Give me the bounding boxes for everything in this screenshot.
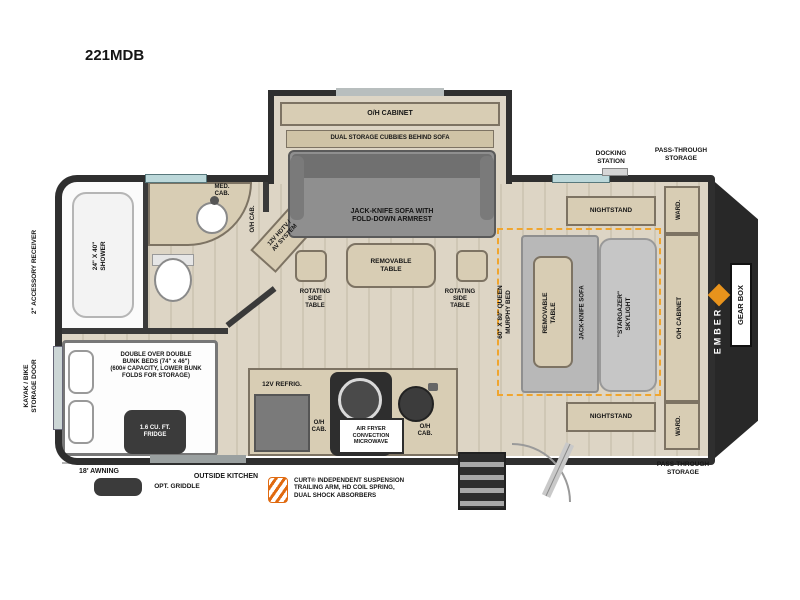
side-table-left bbox=[295, 250, 327, 282]
gear-box: GEAR BOX bbox=[730, 263, 752, 347]
shower-label: 24" X 40" SHOWER bbox=[92, 241, 107, 271]
sofa-label: JACK-KNIFE SOFA WITH FOLD-DOWN ARMREST bbox=[350, 208, 434, 224]
griddle bbox=[94, 478, 142, 496]
window-top-left bbox=[145, 174, 207, 183]
removable-table-center: REMOVABLE TABLE bbox=[346, 243, 436, 288]
outside-kitchen-label: OUTSIDE KITCHEN bbox=[193, 473, 259, 480]
window-top-right bbox=[552, 174, 610, 183]
shower-pan bbox=[72, 192, 134, 318]
sofa-back bbox=[292, 154, 492, 178]
bathroom-wall-stub bbox=[263, 182, 269, 212]
overhead-cabinet-right-label: O/H CABINET bbox=[676, 296, 683, 340]
page-title: 221MDB bbox=[85, 47, 145, 64]
overhead-cabinet-top-label: O/H CABINET bbox=[367, 109, 413, 117]
fridge-12v-label: 12V REFRIG. bbox=[262, 381, 302, 388]
bathroom-wall bbox=[62, 328, 228, 334]
sofa-armrest-left bbox=[290, 156, 304, 220]
wardrobe-bottom-label: WARD. bbox=[676, 416, 682, 436]
overhead-cabinet-top: O/H CABINET bbox=[280, 102, 500, 126]
jack-knife-sofa: JACK-KNIFE SOFA WITH FOLD-DOWN ARMREST bbox=[288, 150, 496, 238]
murphy-bed-label: 60" X 80" QUEEN MURPHY BED bbox=[497, 285, 512, 339]
wardrobe-bottom bbox=[664, 402, 700, 450]
skylight-label: "STARGAZER" SKYLIGHT bbox=[617, 290, 632, 338]
oh-cab-kitchen-left-label: O/H CAB. bbox=[311, 420, 327, 434]
opt-griddle-label: OPT. GRIDDLE bbox=[154, 483, 200, 490]
side-table-right bbox=[456, 250, 488, 282]
kayak-door-label: KAYAK / BIKE STORAGE DOOR bbox=[23, 359, 38, 413]
kitchen-sink bbox=[398, 386, 434, 422]
stargazer-skylight bbox=[599, 238, 657, 392]
bunk-pillow-top bbox=[68, 350, 94, 394]
pass-through-top-label: PASS-THROUGH STORAGE bbox=[654, 147, 708, 162]
sofa-armrest-right bbox=[480, 156, 494, 220]
shower-wall bbox=[143, 182, 148, 330]
murphy-sofa-label: JACK-KNIFE SOFA bbox=[579, 285, 586, 340]
outside-fridge: 1.6 CU. FT. FRIDGE bbox=[124, 410, 186, 454]
bunk-beds-label: DOUBLE OVER DOUBLE BUNK BEDS (74" x 46")… bbox=[110, 352, 202, 380]
murphy-bed-outline bbox=[497, 228, 661, 396]
removable-table-bed-label: REMOVABLE TABLE bbox=[542, 292, 557, 334]
rotating-table-right-label: ROTATING SIDE TABLE bbox=[444, 289, 476, 310]
slide-out-window bbox=[336, 88, 444, 96]
fridge-12v bbox=[254, 394, 310, 452]
removable-table-bed bbox=[533, 256, 573, 368]
entry-door-swing bbox=[511, 442, 575, 503]
nightstand-bottom-label: NIGHTSTAND bbox=[589, 413, 633, 421]
bunk-pillow-bottom bbox=[68, 400, 94, 444]
awning-label: 18' AWNING bbox=[79, 468, 119, 475]
dual-storage-label: DUAL STORAGE CUBBIES BEHIND SOFA bbox=[330, 135, 450, 142]
dual-storage-cubbies: DUAL STORAGE CUBBIES BEHIND SOFA bbox=[286, 130, 494, 148]
entry-steps bbox=[458, 452, 506, 510]
med-cab-label: MED. CAB. bbox=[214, 184, 230, 198]
docking-station-port bbox=[602, 168, 628, 176]
pass-through-bottom-label: PASS-THROUGH STORAGE bbox=[656, 461, 710, 476]
suspension-label: CURT® INDEPENDENT SUSPENSION TRAILING AR… bbox=[294, 477, 405, 499]
docking-station-label: DOCKING STATION bbox=[595, 150, 627, 165]
outside-fridge-label: 1.6 CU. FT. FRIDGE bbox=[139, 424, 171, 438]
nightstand-bottom: NIGHTSTAND bbox=[566, 402, 656, 432]
microwave-label: AIR FRYER CONVECTION MICROWAVE bbox=[352, 426, 390, 446]
microwave: AIR FRYER CONVECTION MICROWAVE bbox=[338, 418, 404, 454]
kayak-storage-door bbox=[53, 346, 63, 430]
kitchen-faucet bbox=[428, 383, 438, 391]
overhead-cabinet-right bbox=[664, 234, 700, 402]
nightstand-top: NIGHTSTAND bbox=[566, 196, 656, 226]
outside-kitchen-door bbox=[150, 455, 246, 463]
removable-table-center-label: REMOVABLE TABLE bbox=[370, 257, 412, 273]
bathroom-faucet bbox=[210, 196, 219, 205]
toilet bbox=[154, 258, 192, 302]
coil-spring-icon bbox=[268, 477, 288, 503]
ember-brand-label: EMBER bbox=[712, 306, 723, 355]
burner bbox=[338, 378, 382, 422]
accessory-receiver-label: 2" ACCESSORY RECEIVER bbox=[31, 229, 38, 315]
oh-cab-kitchen-right-label: O/H CAB. bbox=[417, 424, 433, 438]
wardrobe-top-label: WARD. bbox=[676, 200, 682, 220]
oh-cab-bath-label: O/H CAB. bbox=[250, 205, 256, 233]
nightstand-top-label: NIGHTSTAND bbox=[589, 207, 633, 215]
rotating-table-left-label: ROTATING SIDE TABLE bbox=[299, 289, 331, 310]
